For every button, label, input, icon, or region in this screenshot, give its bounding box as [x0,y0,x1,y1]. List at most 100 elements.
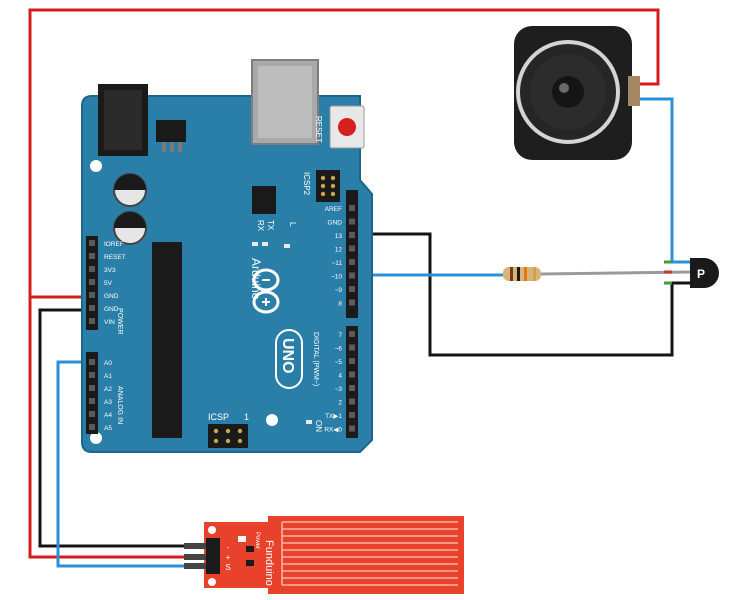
digital-pin-pin [349,331,355,337]
power-pin-label: GND [104,306,119,313]
sensor-pin-label: + [226,553,231,562]
analog-pin-label: A0 [104,360,112,367]
digital-pin-label: 4 [338,373,342,380]
sensor-pin-s [184,563,208,569]
analog-pin-pin [89,424,95,430]
power-pin-pin [89,253,95,259]
digital-pin-label: ~5 [335,359,343,366]
sensor-traces [281,521,458,586]
speaker [514,26,640,160]
mount-hole [90,432,102,444]
power-pin-pin [89,279,95,285]
power-pin-label: 5V [104,280,113,287]
rx-label: RX [256,220,265,232]
water-level-sensor: S+- Power Funduino [184,516,464,594]
digital-pin-pin [349,272,355,279]
arduino-logo [252,268,280,314]
l-label: L [288,222,297,227]
digital-pin-label: 2 [338,400,342,407]
wires [28,8,691,568]
analog-pin-label: A1 [104,373,112,380]
speaker-terminal [628,76,640,106]
sensor-pin-labels: S+- [225,543,230,572]
blue-wire-a0-to-sensor [56,360,184,568]
power-pin-label: RESET [104,254,126,261]
black-wire-gnd-to-sensor [38,308,184,548]
power-pin-label: GND [104,293,119,300]
analog-pin-label: A5 [104,425,112,432]
l-led [284,244,290,248]
digital-pin-label: 7 [338,332,342,339]
power-group-label: POWER [116,308,123,334]
digital-pin-pin [349,412,355,418]
arduino-board: RESET ICSP2 ICSP 1 TX RX L ON [81,59,373,453]
icsp2-label: ICSP2 [302,172,311,196]
digital-pin-pin [349,299,355,306]
digital-pin-pin [349,259,355,265]
sensor-pin-minus [184,543,208,549]
on-label: ON [314,420,323,432]
digital-pin-pin [349,371,355,378]
power-pin-pin [89,240,95,246]
digital-pin-label: ~3 [335,386,343,393]
icsp-pin-number: 1 [244,412,249,422]
digital-pin-pin [349,385,355,391]
digital-pin-pin [349,344,355,351]
analog-pin-label: A2 [104,386,112,393]
digital-pin-pin [349,232,355,238]
digital-pin-label: ~6 [335,346,343,353]
digital-pin-label: AREF [325,206,342,213]
sensor-led [238,536,246,542]
digital-pin-label: RX◀0 [324,427,342,434]
power-pin-label: VIN [104,319,115,326]
power-pin-pin [89,305,95,311]
analog-group-label: ANALOG IN [116,386,123,424]
mount-hole [266,414,278,426]
digital-pin-pin [349,358,355,364]
digital-pin-pin [349,286,355,292]
digital-pin-label: ~11 [331,260,342,267]
power-pin-label: IOREF [104,241,124,248]
analog-pin-pin [89,372,95,378]
digital-pin-pin [349,398,355,405]
red-wire-5v-to-speaker [28,8,660,299]
analog-pin-pin [89,411,95,417]
sensor-power-label: Power [254,532,260,549]
sensor-brand: Funduino [263,540,275,586]
icsp2-header [316,170,340,202]
tx-label: TX [266,220,275,231]
digital-pin-label: TX▶1 [325,413,342,420]
digital-pin-pin [349,245,355,252]
tx-led [262,242,268,246]
reset-label: RESET [314,116,323,143]
sensor-pin-label: S [225,563,230,572]
digital-pin-label: 12 [335,247,343,254]
digital-pin-pin [349,218,355,225]
sensor-pin-label: - [227,543,230,552]
atmega-chip [152,242,182,438]
digital-header-bottom [346,326,358,438]
digital-pin-pin [349,425,355,432]
board-name: Arduino [249,258,263,300]
mount-hole [90,160,102,172]
analog-pin-label: A4 [104,412,112,419]
transistor: P [690,258,719,288]
voltage-regulator [156,120,186,142]
analog-pin-pin [89,398,95,404]
rx-led [252,242,258,246]
digital-pin-label: 8 [338,301,342,308]
analog-pin-pin [89,385,95,391]
resistor [503,267,541,281]
analog-pin-label: A3 [104,399,112,406]
digital-pin-label: 13 [335,233,343,240]
icsp-header [208,424,248,448]
analog-pin-pin [89,359,95,365]
blue-wire-speaker-to-transistor [636,97,690,264]
power-pin-pin [89,318,95,324]
on-led [306,420,312,424]
digital-pin-label: ~9 [335,287,343,294]
